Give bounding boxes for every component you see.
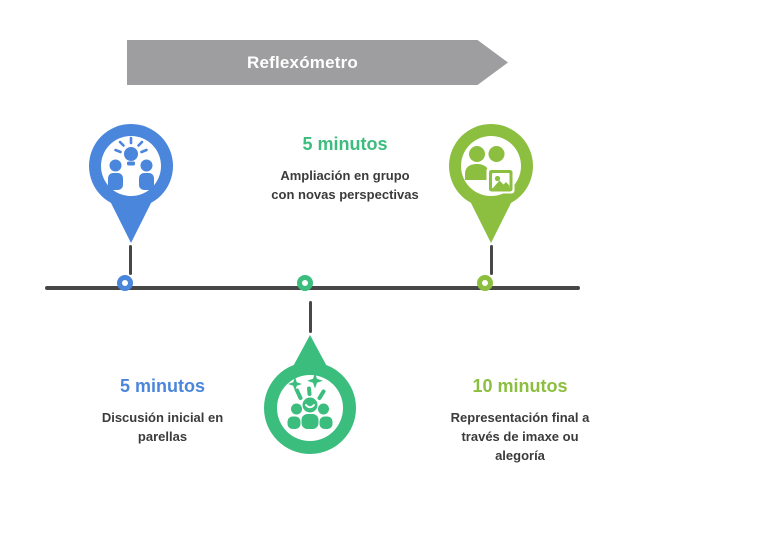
group-celebration-sparkles-icon (287, 373, 333, 429)
step-2-description-line: con novas perspectivas (271, 187, 419, 202)
teardrop-marker-step-2 (264, 335, 356, 454)
map-pin-step-3 (449, 124, 533, 243)
step-3-description-line: través de imaxe ou (461, 429, 579, 444)
map-pin-step-1 (89, 124, 173, 243)
step-2-duration: 5 minutos (302, 134, 388, 154)
step-3-duration: 10 minutos (472, 376, 568, 396)
page-title: Reflexómetro (246, 52, 359, 72)
timeline-node-step-1 (117, 275, 133, 291)
timeline-line (45, 286, 580, 290)
people-lightbulb-brainstorm-icon (108, 136, 154, 190)
step-1-description-line: parellas (137, 429, 188, 444)
step-3-description-line: alegoría (495, 448, 545, 463)
step-1-text-block: 5 minutos Discusión inicial en parellas (65, 376, 260, 446)
step-3-description-line: Representación final a (450, 410, 590, 425)
connector-step-2 (308, 301, 312, 333)
timeline-node-step-3 (477, 275, 493, 291)
title-banner-arrow: Reflexómetro (127, 40, 508, 85)
step-1-duration: 5 minutos (119, 376, 205, 396)
connector-step-3 (489, 245, 493, 275)
step-2-text-block: 5 minutos Ampliación en grupo con novas … (240, 134, 450, 204)
people-image-frame-icon (465, 146, 515, 194)
step-2-description-line: Ampliación en grupo (280, 168, 410, 183)
step-3-text-block: 10 minutos Representación final a través… (415, 376, 625, 465)
timeline-node-step-2 (297, 275, 313, 291)
connector-step-1 (128, 245, 132, 275)
step-1-description-line: Discusión inicial en (101, 410, 224, 425)
